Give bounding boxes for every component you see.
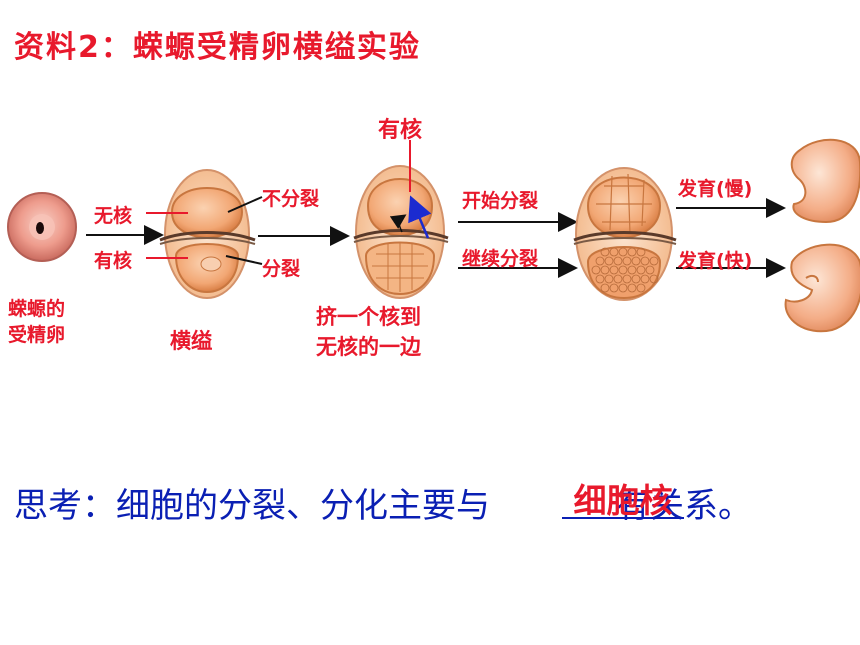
label-develop-slow: 发育(慢) — [678, 178, 753, 200]
label-division: 分裂 — [262, 258, 301, 280]
fertilized-egg — [7, 192, 77, 262]
label-develop-fast: 发育(快) — [678, 250, 753, 272]
answer-underline — [562, 517, 684, 519]
question-answer: 细胞核 — [573, 481, 673, 520]
caption-egg-line2: 受精卵 — [8, 324, 66, 346]
label-start-division: 开始分裂 — [462, 190, 539, 212]
caption-egg: 蝾螈的 受精卵 — [8, 296, 65, 348]
embryo-fast — [784, 243, 860, 333]
stage-squeeze-nucleus — [353, 165, 449, 299]
question-text-before: 细胞的分裂、分化主要与 — [116, 486, 490, 526]
page-title: 资料2：蝾螈受精卵横缢实验 — [14, 30, 421, 65]
label-has-nucleus-top: 有核 — [378, 118, 423, 143]
caption-squeeze-line2: 无核的一边 — [316, 335, 421, 359]
caption-constriction: 横缢 — [170, 329, 212, 353]
embryo-slow — [790, 138, 860, 224]
question-prefix: 思考： — [14, 486, 116, 526]
label-no-nucleus: 无核 — [94, 205, 133, 227]
label-has-nucleus: 有核 — [94, 250, 133, 272]
question-line: 思考：细胞的分裂、分化主要与 有关系。 — [14, 478, 752, 527]
label-no-division: 不分裂 — [262, 188, 320, 210]
caption-squeeze: 挤一个核到 无核的一边 — [316, 302, 421, 362]
question-text-after: 有关系。 — [616, 486, 752, 526]
label-continue-division: 继续分裂 — [462, 248, 539, 270]
stage-division — [573, 167, 677, 301]
caption-squeeze-line1: 挤一个核到 — [316, 305, 421, 329]
stage-constriction — [159, 169, 256, 299]
caption-egg-line1: 蝾螈的 — [8, 298, 66, 320]
